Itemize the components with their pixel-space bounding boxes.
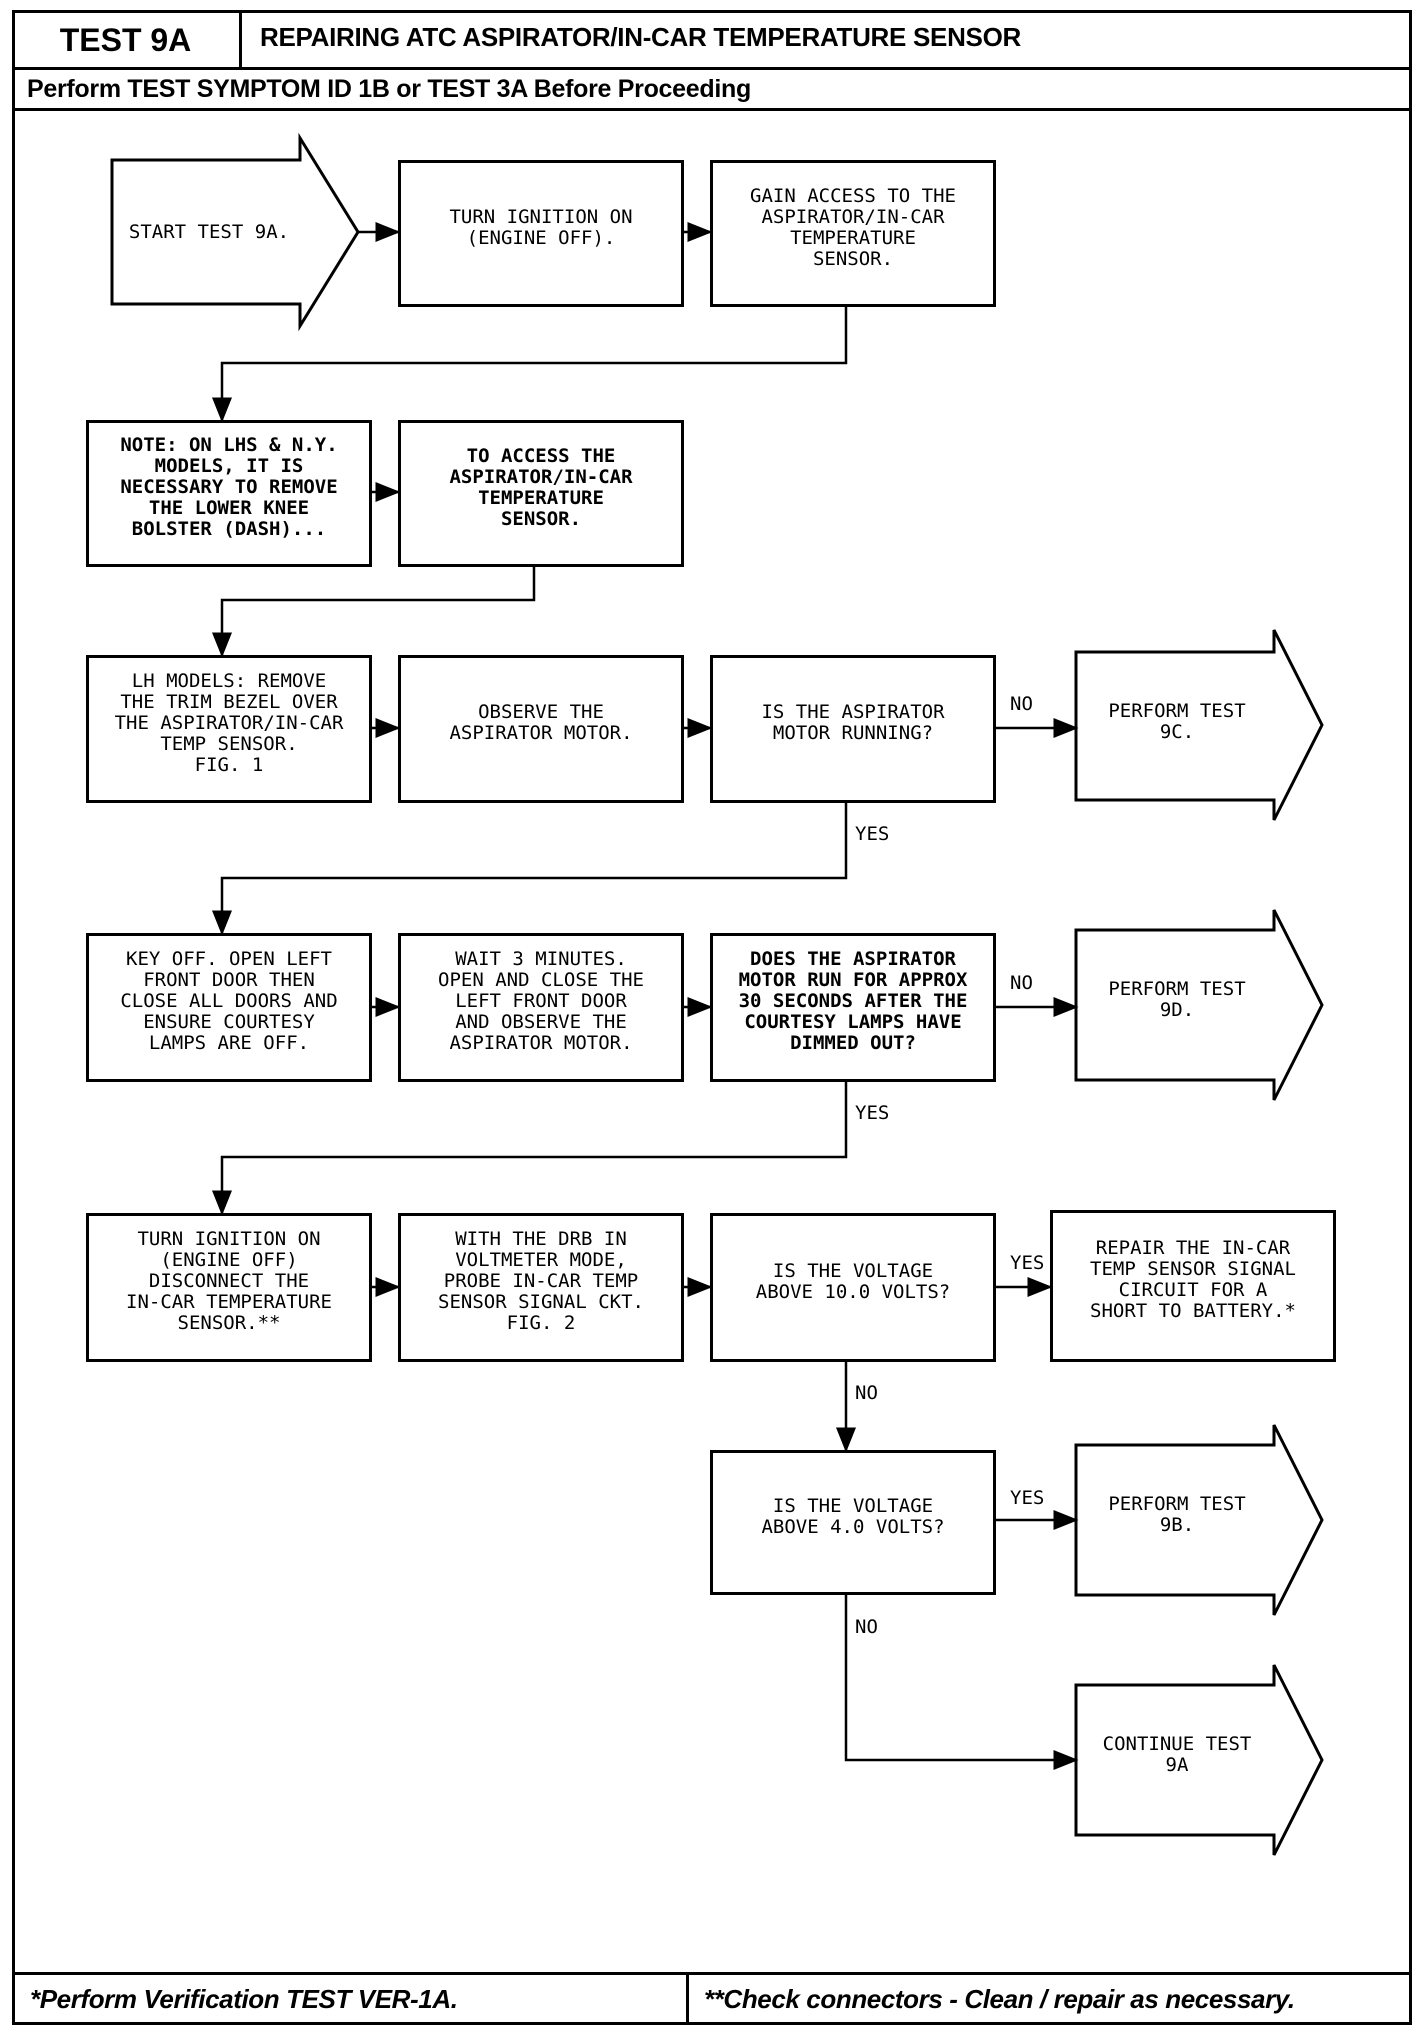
start-step: START TEST 9A.	[128, 220, 290, 243]
note-lhs-step: NOTE: ON LHS & N.Y. MODELS, IT IS NECESS…	[86, 420, 372, 567]
prerequisite-note: Perform TEST SYMPTOM ID 1B or TEST 3A Be…	[12, 67, 1412, 111]
connector-q1-keyoff	[212, 803, 848, 936]
key-off-step: KEY OFF. OPEN LEFT FRONT DOOR THEN CLOSE…	[86, 933, 372, 1082]
footer-note-verification: *Perform Verification TEST VER-1A.	[30, 1984, 458, 2014]
perform-9d-arrow-shape	[1074, 909, 1324, 1101]
yes-label: YES	[855, 823, 890, 845]
perform-9b-step: PERFORM TEST 9B.	[1108, 1493, 1246, 1536]
no-label: NO	[855, 1382, 878, 1404]
ignition-disconnect-step: TURN IGNITION ON (ENGINE OFF) DISCONNECT…	[86, 1213, 372, 1362]
observe-motor-step: OBSERVE THE ASPIRATOR MOTOR.	[398, 655, 684, 803]
repair-short-step: REPAIR THE IN-CAR TEMP SENSOR SIGNAL CIR…	[1050, 1210, 1336, 1362]
no-label: NO	[1010, 972, 1033, 994]
connector-q2-ignition2	[212, 1082, 848, 1216]
perform-9d-step: PERFORM TEST 9D.	[1108, 978, 1246, 1021]
to-access-step: TO ACCESS THE ASPIRATOR/IN-CAR TEMPERATU…	[398, 420, 684, 567]
page-title: REPAIRING ATC ASPIRATOR/IN-CAR TEMPERATU…	[260, 22, 1021, 52]
drb-voltmeter-step: WITH THE DRB IN VOLTMETER MODE, PROBE IN…	[398, 1213, 684, 1362]
motor-run-30s-decision: DOES THE ASPIRATOR MOTOR RUN FOR APPROX …	[710, 933, 996, 1082]
no-label: NO	[1010, 693, 1033, 715]
test-id: TEST 9A	[12, 10, 242, 70]
start-arrow-shape	[110, 132, 360, 332]
yes-label: YES	[855, 1102, 890, 1124]
lh-models-step: LH MODELS: REMOVE THE TRIM BEZEL OVER TH…	[86, 655, 372, 803]
continue-9a-arrow-shape	[1074, 1664, 1324, 1856]
connector-access-note	[212, 307, 848, 423]
voltage-above-10-decision: IS THE VOLTAGE ABOVE 10.0 VOLTS?	[710, 1213, 996, 1362]
continue-9a-step: CONTINUE TEST 9A	[1102, 1733, 1252, 1776]
wait-3-minutes-step: WAIT 3 MINUTES. OPEN AND CLOSE THE LEFT …	[398, 933, 684, 1082]
gain-access-step: GAIN ACCESS TO THE ASPIRATOR/IN-CAR TEMP…	[710, 160, 996, 307]
no-label: NO	[855, 1616, 878, 1638]
perform-9c-step: PERFORM TEST 9C.	[1108, 700, 1246, 743]
perform-9b-arrow-shape	[1074, 1424, 1324, 1616]
footer-bar	[12, 1972, 1412, 2025]
connector-q4-continue	[844, 1595, 1079, 1770]
yes-label: YES	[1010, 1252, 1045, 1274]
voltage-above-4-decision: IS THE VOLTAGE ABOVE 4.0 VOLTS?	[710, 1450, 996, 1595]
perform-9c-arrow-shape	[1074, 629, 1324, 821]
ignition-on-step: TURN IGNITION ON (ENGINE OFF).	[398, 160, 684, 307]
footer-divider	[686, 1972, 689, 2025]
yes-label: YES	[1010, 1487, 1045, 1509]
connector-toaccess-lh	[212, 567, 536, 658]
motor-running-decision: IS THE ASPIRATOR MOTOR RUNNING?	[710, 655, 996, 803]
footer-note-connectors: **Check connectors - Clean / repair as n…	[704, 1984, 1295, 2014]
